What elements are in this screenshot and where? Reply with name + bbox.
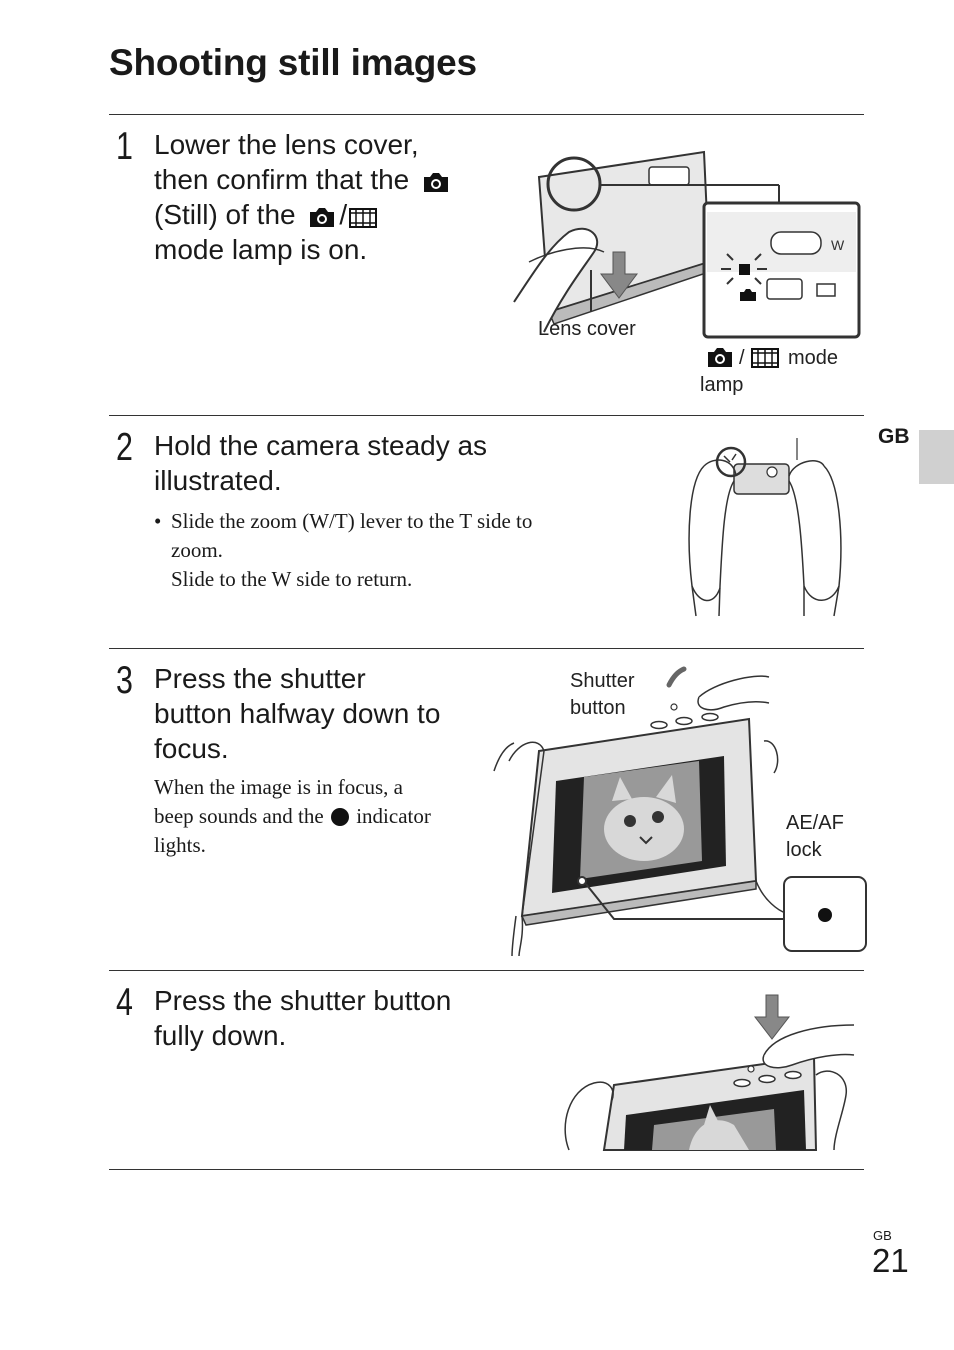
footer-region-label: GB xyxy=(873,1228,892,1243)
camera-icon xyxy=(424,173,449,192)
step-heading: Lower the lens cover, then confirm that … xyxy=(154,127,449,267)
step-2: 2 Hold the camera steady as illustrated.… xyxy=(109,428,864,643)
page-number: 21 xyxy=(872,1242,909,1279)
hands-holding-camera-illustration xyxy=(688,438,842,617)
aeaf-label-line-2: lock xyxy=(786,839,822,861)
camera-icon xyxy=(310,208,335,227)
step-number: 4 xyxy=(116,981,133,1024)
divider xyxy=(109,114,864,115)
divider xyxy=(109,970,864,971)
step-1: 1 Lower the lens cover, then confirm tha… xyxy=(109,127,864,412)
page-title: Shooting still images xyxy=(109,42,477,83)
step-note: When the image is in focus, a beep sound… xyxy=(154,775,431,857)
side-tab xyxy=(919,430,954,484)
step-4: 4 Press the shutter button fully down. xyxy=(109,983,864,1163)
lens-cover-illustration: W xyxy=(513,150,861,339)
step-heading: Press the shutter button halfway down to… xyxy=(154,663,441,764)
divider xyxy=(109,415,864,416)
camera-icon xyxy=(708,348,732,367)
film-icon xyxy=(751,348,779,368)
shutter-label-line-2: button xyxy=(570,697,626,719)
step-3: 3 Press the shutter button halfway down … xyxy=(109,659,867,966)
step-number: 2 xyxy=(116,426,133,469)
lens-cover-label: Lens cover xyxy=(538,318,636,340)
step-heading: Press the shutter button fully down. xyxy=(154,985,452,1051)
slash: / xyxy=(739,347,745,369)
step-number: 3 xyxy=(116,659,133,702)
step-number: 1 xyxy=(116,125,133,168)
aeaf-label-line-1: AE/AF xyxy=(786,812,844,834)
filled-circle-icon xyxy=(330,808,349,826)
lamp-label: lamp xyxy=(700,374,744,396)
shutter-full-press-illustration xyxy=(564,994,855,1151)
side-tab-label: GB xyxy=(878,425,910,448)
svg-text:W: W xyxy=(831,237,845,253)
bullet: • xyxy=(154,509,162,533)
camera-focus-illustration xyxy=(493,666,867,957)
step-note: Slide the zoom (W/T) lever to the T side… xyxy=(171,509,533,591)
step-heading: Hold the camera steady as illustrated. xyxy=(154,430,488,496)
divider xyxy=(109,648,864,649)
mode-label: mode xyxy=(788,347,839,369)
film-icon xyxy=(349,208,378,228)
divider xyxy=(109,1169,864,1170)
shutter-label-line-1: Shutter xyxy=(570,670,635,692)
